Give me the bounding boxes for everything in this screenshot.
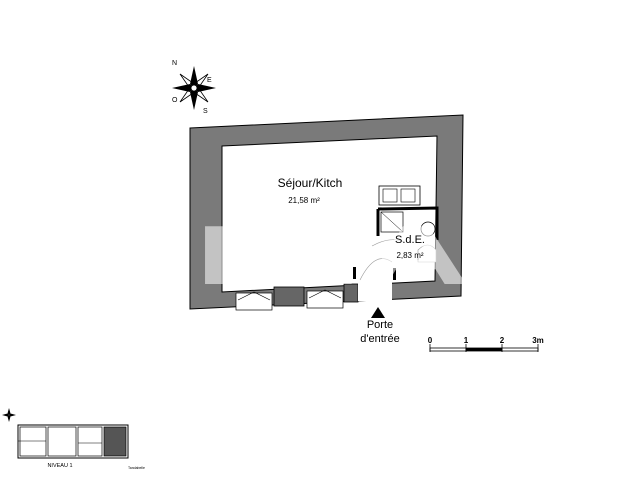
door-swing (359, 258, 393, 281)
entrance-label-line1: Porte (367, 319, 393, 331)
room-name-living: Séjour/Kitch (278, 176, 343, 190)
entrance-arrow-icon (371, 307, 385, 318)
compass-rose: N E S O (172, 60, 216, 115)
compass-n: N (172, 60, 177, 67)
room-name-bath: S.d.E. (395, 234, 425, 246)
scale-tick-3: 3m (532, 336, 544, 345)
watermark: IMA (195, 208, 470, 302)
exterior-wall (189, 114, 464, 310)
wall-pillar-1 (273, 286, 305, 307)
wall-stub (353, 267, 356, 279)
kitchen-sink (378, 185, 421, 206)
entrance-opening (358, 279, 392, 301)
bath-door-swing (371, 239, 405, 247)
scale-tick-1: 1 (464, 336, 469, 345)
window-2 (306, 290, 344, 309)
scale-tick-0: 0 (428, 336, 433, 345)
toilet (417, 244, 437, 263)
room-area-bath: 2,83 m² (396, 251, 423, 260)
keymap-compass-icon (2, 408, 16, 422)
windows (235, 283, 359, 311)
scale-bar: 0 1 2 3m (428, 336, 544, 352)
room-area-living: 21,58 m² (288, 196, 320, 205)
window-1 (235, 292, 273, 311)
scale-tick-2: 2 (500, 336, 505, 345)
keymap-note: Tandabelle (128, 466, 145, 470)
wall-stub-2 (393, 268, 396, 280)
key-map: NIVEAU 1 Tandabelle (2, 408, 145, 470)
compass-e: E (207, 77, 212, 84)
entrance-label-line2: d'entrée (360, 333, 399, 345)
compass-star-icon (172, 66, 216, 110)
compass-s: S (203, 108, 208, 115)
bathroom-partition (371, 206, 439, 263)
compass-o: O (172, 97, 178, 104)
washbasin (420, 221, 436, 237)
keymap-level: NIVEAU 1 (47, 463, 72, 469)
